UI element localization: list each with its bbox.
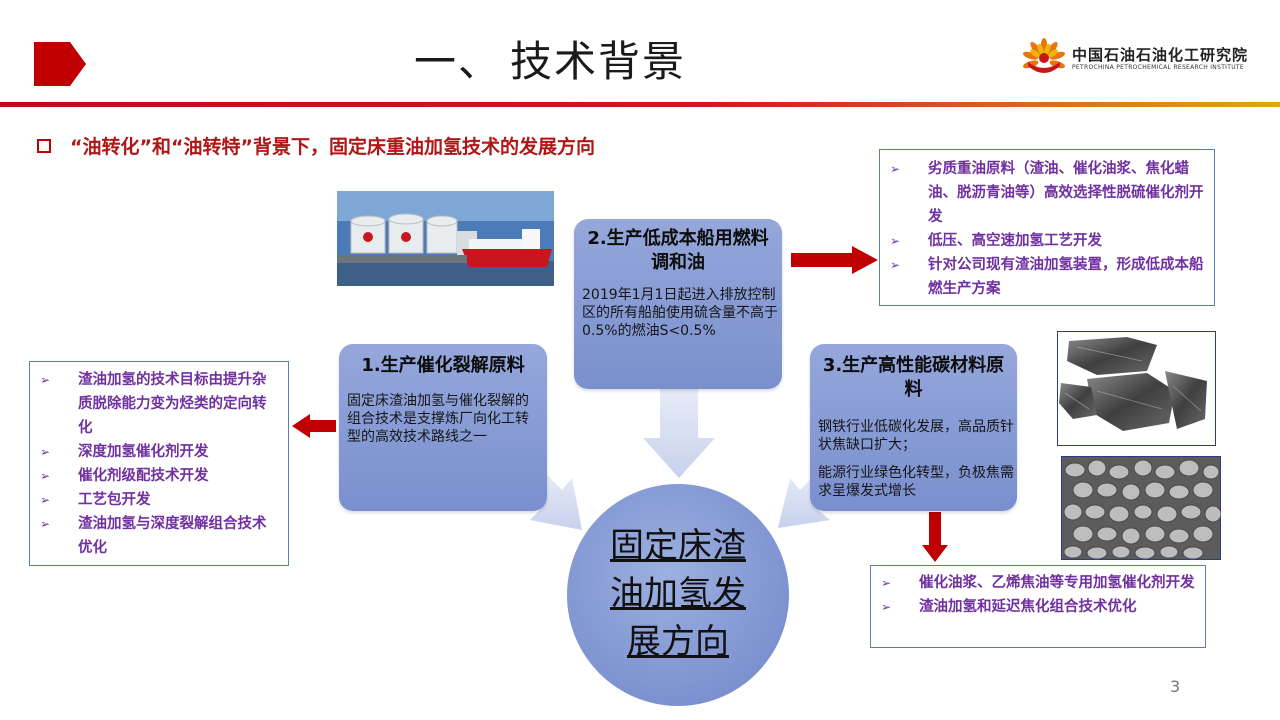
box-carbon-tasks: ➢催化油浆、乙烯焦油等专用加氢催化剂开发 ➢渣油加氢和延迟焦化组合技术优化	[870, 565, 1206, 648]
card3-body1: 钢铁行业低碳化发展，高品质针状焦缺口扩大；	[818, 419, 1014, 453]
arrow-bullet-icon: ➢	[40, 493, 51, 507]
page-number: 3	[1170, 677, 1181, 696]
center-line-1: 固定床渣	[610, 526, 746, 566]
box-ship-fuel-tasks: ➢劣质重油原料（渣油、催化油浆、焦化蜡油、脱沥青油等）高效选择性脱硫催化剂开发 …	[879, 149, 1215, 306]
micrograph-particles-photo	[1061, 456, 1221, 560]
card-ship-fuel: 2.生产低成本船用燃料调和油 2019年1月1日起进入排放控制区的所有船舶使用硫…	[574, 219, 782, 389]
arrow-bullet-icon: ➢	[890, 162, 901, 176]
card1-body: 固定床渣油加氢与催化裂解的组合技术是支撑炼厂向化工转型的高效技术路线之一	[347, 393, 529, 445]
arrow-bullet-icon: ➢	[881, 576, 892, 590]
card3-title: 3.生产高性能碳材料原料	[822, 355, 1005, 400]
list-item: ➢催化剂级配技术开发	[30, 464, 288, 488]
red-arrow-right	[791, 246, 878, 274]
card3-body2: 能源行业绿色化转型，负极焦需求呈爆发式增长	[818, 465, 1014, 499]
header-divider	[0, 102, 1280, 107]
ship-and-storage-tanks-photo	[337, 191, 554, 286]
arrow-bullet-icon: ➢	[890, 234, 901, 248]
arrow-bullet-icon: ➢	[40, 373, 51, 387]
red-arrow-down	[922, 512, 948, 562]
card1-title: 1.生产催化裂解原料	[361, 355, 525, 376]
list-item: ➢劣质重油原料（渣油、催化油浆、焦化蜡油、脱沥青油等）高效选择性脱硫催化剂开发	[880, 157, 1214, 229]
arrow-bullet-icon: ➢	[40, 517, 51, 531]
card2-body: 2019年1月1日起进入排放控制区的所有船舶使用硫含量不高于0.5%的燃油S<0…	[582, 287, 778, 339]
arrow-bullet-icon: ➢	[40, 469, 51, 483]
list-item: ➢催化油浆、乙烯焦油等专用加氢催化剂开发	[871, 571, 1205, 595]
logo-english-name: PETROCHINA PETROCHEMICAL RESEARCH INSTIT…	[1072, 64, 1244, 71]
card2-title: 2.生产低成本船用燃料调和油	[587, 228, 769, 273]
logo-chinese-name: 中国石油石油化工研究院	[1072, 46, 1249, 64]
arrow-card2-to-center	[643, 385, 715, 478]
list-item: ➢渣油加氢和延迟焦化组合技术优化	[871, 595, 1205, 619]
box-catalytic-tasks: ➢渣油加氢的技术目标由提升杂质脱除能力变为烃类的定向转化 ➢深度加氢催化剂开发 …	[29, 361, 289, 566]
card-catalytic-feedstock: 1.生产催化裂解原料 固定床渣油加氢与催化裂解的组合技术是支撑炼厂向化工转型的高…	[339, 344, 547, 511]
arrow-bullet-icon: ➢	[40, 445, 51, 459]
list-item: ➢渣油加氢与深度裂解组合技术优化	[30, 512, 288, 560]
needle-coke-chunks-photo	[1057, 331, 1216, 446]
title-number: 一、	[413, 37, 502, 86]
center-topic-text: 固定床渣 油加氢发 展方向	[567, 522, 789, 666]
center-topic-circle: 固定床渣 油加氢发 展方向	[567, 484, 789, 706]
list-item: ➢工艺包开发	[30, 488, 288, 512]
arrow-bullet-icon: ➢	[881, 600, 892, 614]
petrochina-logo-icon	[1023, 38, 1065, 73]
center-line-3: 展方向	[627, 622, 729, 662]
arrow-bullet-icon: ➢	[890, 258, 901, 272]
list-item: ➢渣油加氢的技术目标由提升杂质脱除能力变为烃类的定向转化	[30, 368, 288, 440]
page-title: 一、技术背景	[0, 28, 1100, 89]
title-text: 技术背景	[509, 37, 686, 86]
card-carbon-materials: 3.生产高性能碳材料原料 钢铁行业低碳化发展，高品质针状焦缺口扩大； 能源行业绿…	[810, 344, 1017, 511]
list-item: ➢深度加氢催化剂开发	[30, 440, 288, 464]
list-item: ➢低压、高空速加氢工艺开发	[880, 229, 1214, 253]
red-arrow-left	[292, 414, 336, 438]
list-item: ➢针对公司现有渣油加氢装置，形成低成本船燃生产方案	[880, 253, 1214, 301]
section-subtitle: “油转化”和“油转特”背景下，固定床重油加氢技术的发展方向	[70, 136, 595, 158]
square-bullet-icon	[37, 139, 51, 153]
header-marker-icon	[34, 42, 86, 86]
center-line-2: 油加氢发	[610, 574, 746, 614]
